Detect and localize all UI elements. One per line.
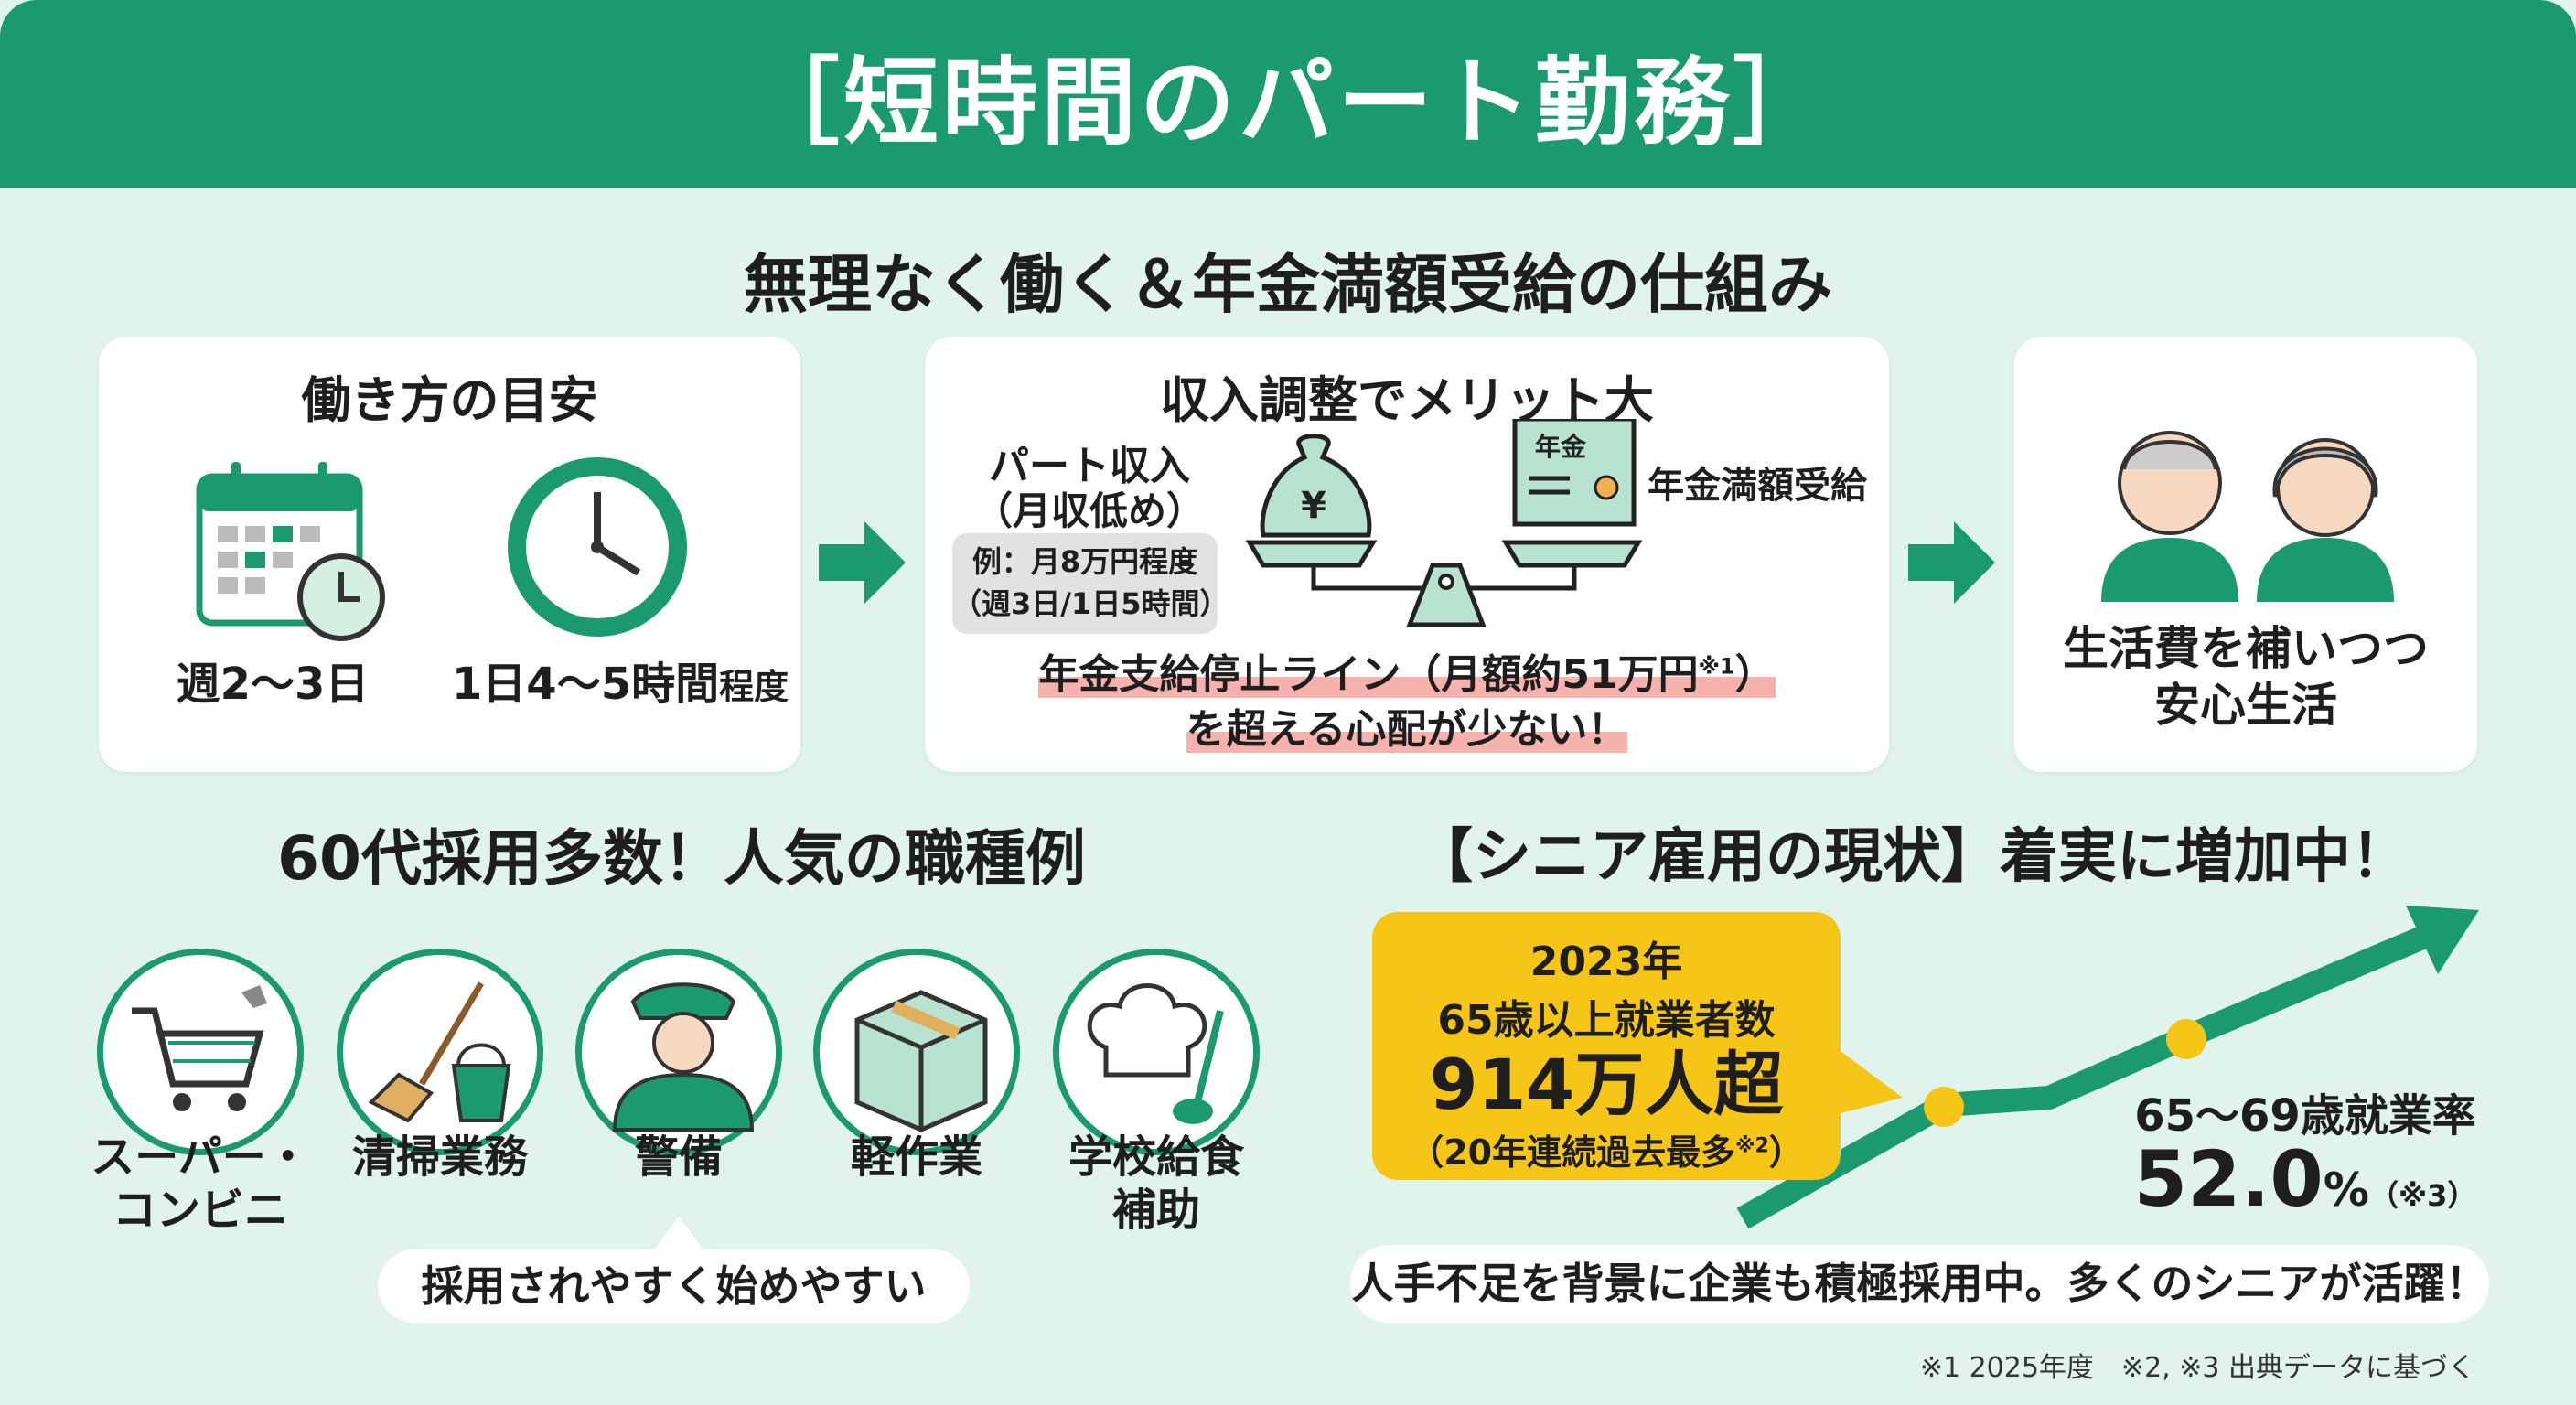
cart-icon xyxy=(132,985,267,1111)
rate-label: 65〜69歳就業率 xyxy=(2134,1090,2476,1142)
note-sup: ※2 xyxy=(1735,1134,1769,1158)
note-text: （20年連続過去最多 xyxy=(1409,1132,1736,1173)
note-close: ） xyxy=(1768,1132,1804,1173)
result-line: 生活費を補いつつ xyxy=(2063,622,2429,675)
job-box xyxy=(813,949,1020,1155)
hours-per-day: 1日4〜5時間程度 xyxy=(446,648,794,712)
clock-icon xyxy=(508,457,687,637)
pension-full-label: 年金満額受給 xyxy=(1648,465,1867,507)
senior-couple-icon xyxy=(2101,431,2394,602)
arrow-right-icon xyxy=(819,521,906,604)
rate-note: （※3） xyxy=(2368,1178,2477,1213)
pension-doc-label: 年金 xyxy=(1535,432,1587,462)
hours-value: 1日4〜5時間 xyxy=(451,659,720,710)
rate-number: 52.0 xyxy=(2133,1134,2324,1224)
stat-metric: 65歳以上就業者数 xyxy=(1437,997,1776,1044)
job-chef-hat-ladle xyxy=(1053,949,1260,1155)
card-title: 働き方の目安 xyxy=(301,371,598,429)
example-line: （週3日/1日5時間） xyxy=(952,586,1229,621)
calendar-clock-icon xyxy=(196,462,385,641)
job-broom-bucket xyxy=(337,949,543,1155)
note-line2: を超える心配が少ない！ xyxy=(1186,705,1628,753)
jobs-heading: 60代採用多数！人気の職種例 xyxy=(277,823,1086,894)
note-line1: 年金支給停止ライン（月額約51万円※1） xyxy=(1038,650,1776,698)
stat-year: 2023年 xyxy=(1530,938,1683,985)
trend-point xyxy=(1924,1087,1964,1127)
job-label: 清掃業務 xyxy=(351,1132,528,1183)
example-line: 例：月8万円程度 xyxy=(971,544,1198,579)
page-title: ［短時間のパート勤務］ xyxy=(744,47,1831,158)
trend-point xyxy=(2166,1019,2206,1059)
yen-symbol: ¥ xyxy=(1301,485,1326,527)
broom-bucket-icon xyxy=(368,981,511,1123)
note-close: ） xyxy=(1734,650,1776,698)
stat-value: 914万人超 xyxy=(1429,1044,1784,1125)
note-sup: ※1 xyxy=(1698,653,1735,679)
security-guard-icon xyxy=(612,982,755,1132)
arrow-right-icon xyxy=(1908,521,1995,604)
note-text: 年金支給停止ライン（月額約51万円 xyxy=(1038,650,1699,698)
header-banner: ［短時間のパート勤務］ xyxy=(0,0,2576,188)
days-per-week: 週2〜3日 xyxy=(176,659,370,710)
part-income-label: パート収入 xyxy=(989,443,1190,489)
rate-value: 52.0%（※3） xyxy=(2104,1134,2506,1224)
hours-suffix: 程度 xyxy=(719,667,789,707)
subtitle: 無理なく働く＆年金満額受給の仕組み xyxy=(744,247,1832,322)
result-text: 生活費を補いつつ安心生活 xyxy=(2014,620,2477,734)
senior-heading: 【シニア雇用の現状】着実に増加中！ xyxy=(1414,823,2410,891)
income-example-box: 例：月8万円程度 （週3日/1日5時間） xyxy=(952,533,1229,634)
senior-banner: 人手不足を背景に企業も積極採用中。多くのシニアが活躍！ xyxy=(1350,1245,2489,1323)
part-income-sub: （月収低め） xyxy=(973,488,1205,533)
job-label: スーパー・ コンビニ xyxy=(91,1132,310,1236)
job-security-guard xyxy=(575,949,782,1155)
callout-pointer xyxy=(651,1217,706,1253)
job-label: 軽作業 xyxy=(850,1132,982,1183)
result-card: 生活費を補いつつ安心生活 xyxy=(2014,337,2477,772)
employment-stat-box: 2023年 65歳以上就業者数 914万人超 （20年連続過去最多※2） xyxy=(1372,912,1841,1180)
footnote: ※1 2025年度 ※2, ※3 出典データに基づく xyxy=(1919,1352,2475,1384)
stat-note: （20年連続過去最多※2） xyxy=(1372,1124,1841,1174)
pension-note: 年金支給停止ライン（月額約51万円※1） を超える心配が少ない！ xyxy=(925,638,1889,757)
income-adjust-card: 収入調整でメリット大 パート収入 （月収低め） 例：月8万円程度（週3日/1日5… xyxy=(925,337,1889,772)
jobs-callout: 採用されやすく始めやすい xyxy=(378,1249,970,1323)
result-line: 安心生活 xyxy=(2154,679,2337,732)
box-icon xyxy=(854,990,988,1132)
job-cart xyxy=(97,949,304,1155)
job-label: 学校給食 補助 xyxy=(1068,1132,1244,1236)
work-guide-card: 働き方の目安 週2〜3日 1日4〜5時間程度 xyxy=(99,337,800,772)
rate-unit: % xyxy=(2323,1164,2369,1217)
chef-hat-ladle-icon xyxy=(1087,983,1224,1124)
job-label: 警備 xyxy=(634,1132,723,1183)
balance-scale-icon: ¥ 年金 xyxy=(1245,419,1643,627)
